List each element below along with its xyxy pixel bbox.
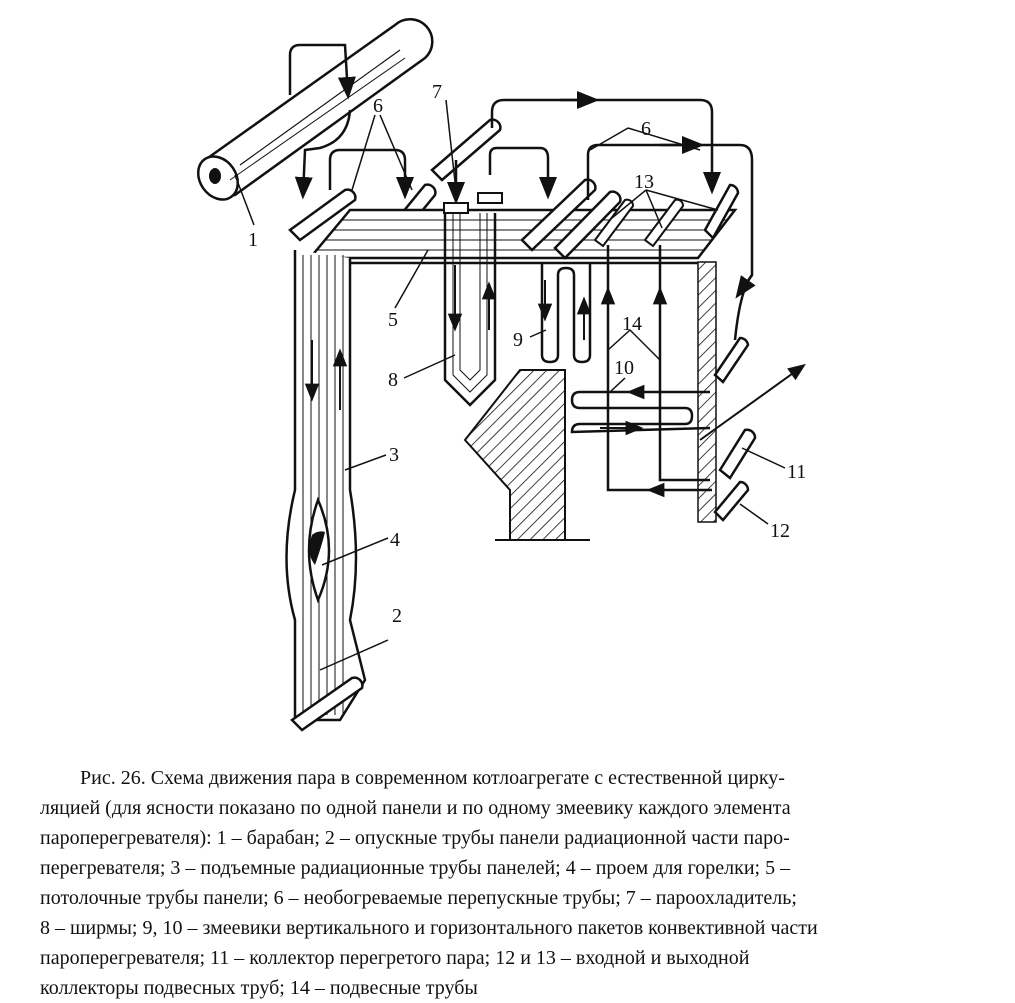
caption-line: коллекторы подвесных труб; 14 – подвесны… [40,977,478,999]
horizontal-coil [570,384,711,436]
drum [196,17,434,201]
burner-opening [307,496,331,604]
vertical-coil [537,263,592,364]
label-ceiling-tubes: 5 [388,309,398,331]
label-bypass-left: 6 [373,95,383,117]
hanger-tubes [600,245,712,498]
figure-caption: Рис. 26. Схема движения пара в современн… [40,763,985,1003]
right-wall-header [713,336,750,384]
bottom-header [290,676,364,732]
label-desuperheater: 7 [432,81,442,103]
radiant-panel [285,250,367,722]
label-drum: 1 [248,229,258,251]
drum-loop-arrow [288,43,356,100]
header-loop-arrow [328,148,414,200]
label-screens: 8 [388,369,398,391]
bypass-pipe-top [490,98,721,195]
caption-line: ляцией (для ясности показано по одной па… [40,797,791,819]
ceiling-headers [520,178,740,260]
caption-line: пароперегревателя; 11 – коллектор перегр… [40,947,750,969]
label-risers: 3 [389,444,399,466]
label-inlet-header: 12 [770,520,790,542]
label-vertical-coil: 9 [513,329,523,351]
label-downcomers: 2 [392,605,402,627]
caption-line: Рис. 26. Схема движения пара в современн… [80,767,785,789]
bypass-pipe-left [294,109,352,200]
label-horizontal-coil: 10 [614,357,634,379]
inlet-header [713,480,750,522]
label-burner: 4 [390,529,400,551]
leader-lines [234,99,786,671]
platen-screens [443,213,497,407]
label-hanger-tubes: 14 [622,313,642,335]
caption-line: потолочные трубы панели; 6 – необогревае… [40,887,797,909]
caption-line: перегревателя; 3 – подъемные радиационны… [40,857,791,879]
label-outlet-headers: 13 [634,171,654,193]
superheated-steam-header [699,363,806,480]
bypass-down-arrow [735,274,756,299]
label-bypass-right: 6 [641,118,651,140]
label-superheated-header: 11 [787,461,806,483]
caption-line: 8 – ширмы; 9, 10 – змеевики вертикальног… [40,917,818,939]
boiler-steam-flow-diagram: 1 2 3 4 5 6 6 7 8 9 10 11 12 13 14 [196,17,806,732]
caption-line: пароперегревателя): 1 – барабан; 2 – опу… [40,827,790,849]
